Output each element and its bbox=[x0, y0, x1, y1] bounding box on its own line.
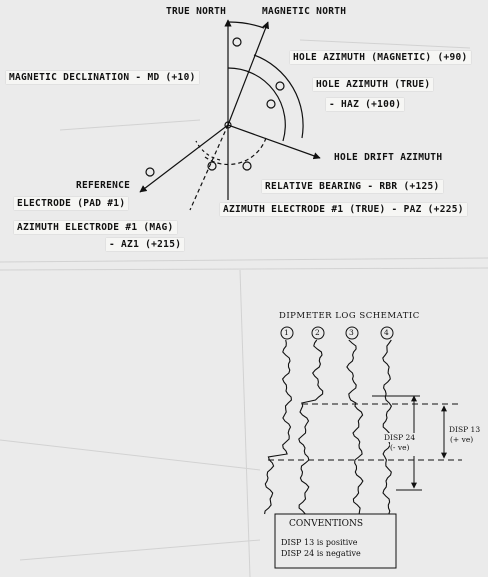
relative-bearing-label: RELATIVE BEARING - RBR (+125) bbox=[262, 180, 443, 193]
arc-hole-azimuth-true bbox=[227, 67, 286, 142]
angle-marker bbox=[232, 37, 242, 47]
magnetic-declination-label: MAGNETIC DECLINATION - MD (+10) bbox=[6, 71, 199, 84]
conventions-box bbox=[274, 513, 397, 569]
dipmeter-trace-4 bbox=[382, 339, 393, 515]
disp13-label: DISP 13 bbox=[449, 425, 481, 434]
disp24-label: DISP 24 bbox=[384, 433, 416, 442]
hole-azimuth-arrow bbox=[227, 124, 321, 160]
hole-azimuth-true-label: HOLE AZIMUTH (TRUE) bbox=[313, 78, 434, 91]
arc-relative-bearing bbox=[204, 137, 267, 166]
center-point bbox=[224, 121, 232, 129]
convention-disp13: DISP 13 is positive bbox=[281, 538, 358, 547]
magnetic-north-label: MAGNETIC NORTH bbox=[262, 6, 347, 17]
arc-hole-azimuth-magnetic bbox=[253, 54, 304, 139]
trace-number-4: 4 bbox=[384, 328, 389, 337]
angle-marker bbox=[207, 161, 217, 171]
dipmeter-trace-1 bbox=[264, 339, 292, 515]
dipmeter-trace-2 bbox=[298, 339, 324, 515]
angle-marker bbox=[145, 167, 155, 177]
paper-texture bbox=[0, 39, 488, 577]
magnetic-north-arrow bbox=[227, 21, 270, 126]
azimuth-electrode-mag-label: AZIMUTH ELECTRODE #1 (MAG) bbox=[14, 221, 177, 234]
displacement-markers bbox=[268, 395, 462, 491]
trace-number-2: 2 bbox=[315, 328, 320, 337]
electrode-pad-label: ELECTRODE (PAD #1) bbox=[14, 197, 129, 210]
dipmeter-title: DIPMETER LOG SCHEMATIC bbox=[279, 311, 420, 321]
angle-marker bbox=[266, 99, 276, 109]
trace-circle-1 bbox=[280, 326, 294, 340]
true-north-label: TRUE NORTH bbox=[166, 6, 227, 17]
convention-disp24: DISP 24 is negative bbox=[281, 549, 361, 558]
azimuth-compass-diagram bbox=[139, 19, 321, 211]
azimuth-electrode-true-label: AZIMUTH ELECTRODE #1 (TRUE) - PAZ (+225) bbox=[220, 203, 467, 216]
dipmeter-trace-3 bbox=[346, 339, 364, 515]
hole-azimuth-true-code: - HAZ (+100) bbox=[326, 98, 405, 111]
disp13-sign: (+ ve) bbox=[450, 435, 474, 444]
disp24-sign: (- ve) bbox=[390, 443, 410, 452]
hole-azimuth-magnetic-label: HOLE AZIMUTH (MAGNETIC) (+90) bbox=[290, 51, 471, 64]
angle-marker bbox=[275, 81, 285, 91]
arc-declination bbox=[227, 21, 265, 29]
trace-circle-3 bbox=[345, 326, 359, 340]
trace-number-3: 3 bbox=[349, 328, 354, 337]
reference-label: REFERENCE bbox=[76, 180, 131, 191]
trace-circle-2 bbox=[311, 326, 325, 340]
arc-electrode-azimuth bbox=[195, 140, 221, 161]
azimuth-electrode-mag-code: - AZ1 (+215) bbox=[106, 238, 185, 251]
trace-number-circles bbox=[280, 326, 394, 340]
trace-circle-4 bbox=[380, 326, 394, 340]
electrode-dashed-line bbox=[189, 124, 229, 211]
electrode-reference-arrow bbox=[139, 124, 229, 193]
hole-drift-azimuth-label: HOLE DRIFT AZIMUTH bbox=[334, 152, 443, 163]
trace-number-1: 1 bbox=[284, 328, 289, 337]
dipmeter-trace-group bbox=[264, 339, 393, 515]
angle-marker bbox=[242, 161, 252, 171]
conventions-title: CONVENTIONS bbox=[289, 519, 364, 529]
